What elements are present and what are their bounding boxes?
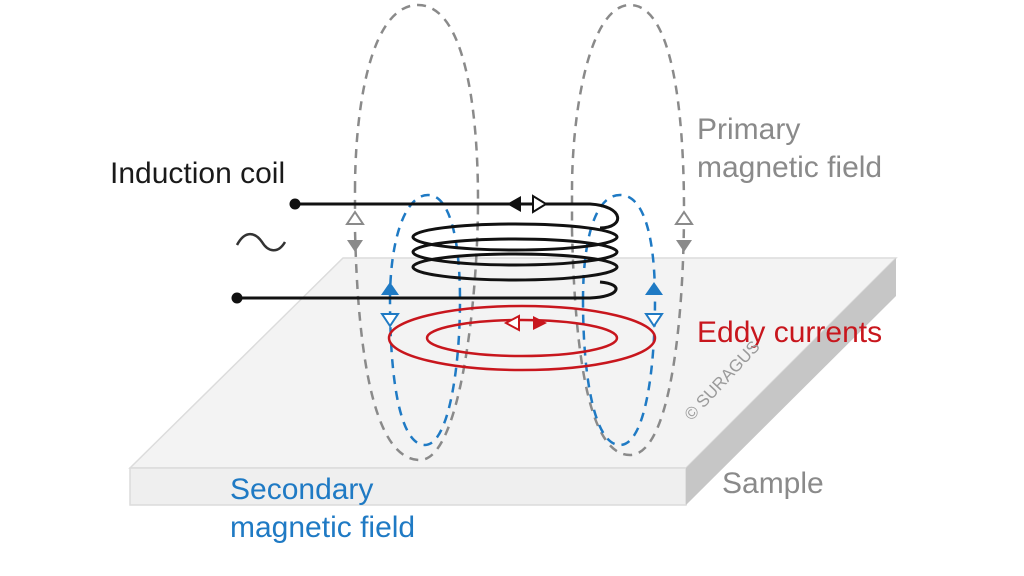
primary-arrow-down-solid-right-icon	[676, 240, 692, 252]
eddy-currents-label: Eddy currents	[697, 316, 883, 349]
coil-lead-top	[295, 202, 619, 230]
coil-terminal-bottom	[231, 292, 243, 304]
secondary-field-label: Secondary magnetic field	[230, 471, 415, 547]
secondary-field-label-line2: magnetic field	[230, 511, 416, 544]
sample-label: Sample	[722, 467, 824, 500]
primary-field-label-line1: Primary	[697, 113, 801, 146]
primary-field-arrows	[345, 210, 694, 252]
eddy-arrow-solid-icon	[533, 316, 547, 330]
eddy-arrows	[503, 314, 547, 332]
eddy-ring-inner	[425, 318, 619, 358]
sample-top-face	[128, 257, 898, 469]
induction-coil-label: Induction coil	[110, 157, 286, 190]
primary-arrow-up-hollow-right-icon	[674, 210, 694, 225]
secondary-field-arrows	[380, 282, 664, 328]
sample-side-face	[686, 258, 896, 505]
ac-source-icon	[235, 232, 287, 252]
coil-turn-2	[411, 237, 619, 267]
primary-arrow-down-solid-icon	[347, 240, 363, 252]
secondary-arrow-down-hollow-right-icon	[644, 313, 664, 328]
coil-arrow-hollow-icon	[532, 194, 548, 214]
secondary-arrow-up-solid-icon	[381, 282, 399, 295]
secondary-arrow-up-solid-right-icon	[645, 282, 663, 295]
eddy-currents	[387, 304, 657, 372]
coil-arrow-solid-icon	[507, 196, 521, 212]
coil-turn-3	[411, 252, 619, 282]
secondary-arrow-down-hollow-icon	[380, 313, 400, 328]
primary-field-loop-left	[353, 3, 480, 462]
induction-coil	[237, 202, 619, 300]
primary-field-label: Primary magnetic field	[697, 111, 882, 187]
eddy-arrow-hollow-icon	[503, 314, 520, 332]
primary-arrow-up-hollow-icon	[345, 210, 365, 225]
eddy-ring-outer	[387, 304, 657, 372]
secondary-field-loop-right	[581, 193, 657, 447]
secondary-field-label-line1: Secondary	[230, 473, 374, 506]
primary-field-label-line2: magnetic field	[697, 151, 883, 184]
coil-lead-bottom	[237, 280, 618, 300]
coil-turn-1	[411, 222, 619, 252]
coil-terminal-top	[289, 198, 301, 210]
sample-slab	[128, 257, 898, 506]
